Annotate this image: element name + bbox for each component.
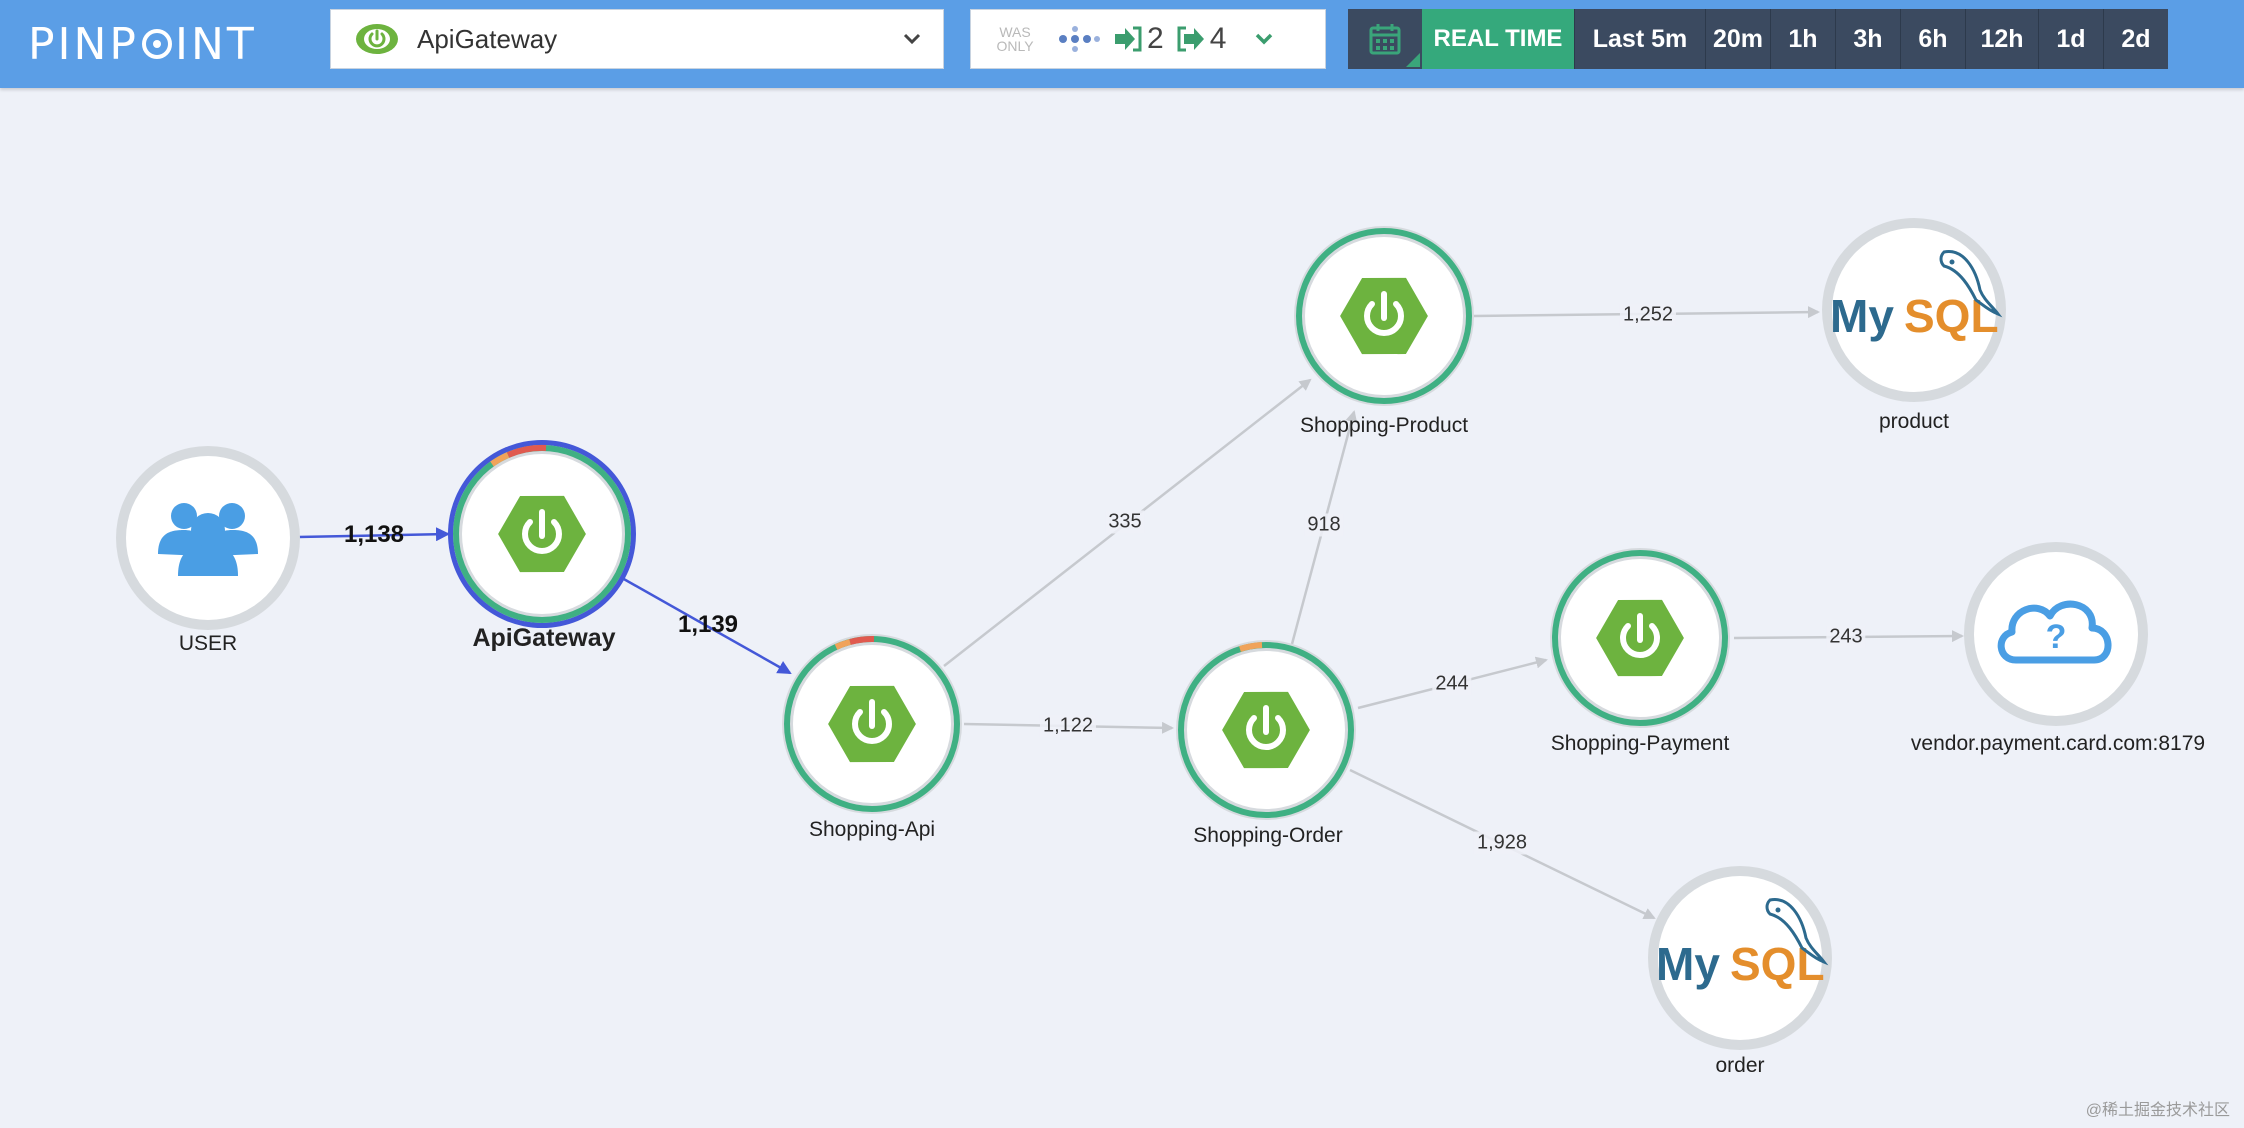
was-only-toggle[interactable]: WAS ONLY (996, 24, 1034, 54)
edge-count-apigateway-shopping-api[interactable]: 1,139 (677, 611, 739, 638)
edge-count-shopping-payment-vendor[interactable]: 243 (1826, 625, 1866, 649)
range-1d[interactable]: 1d (2038, 9, 2103, 69)
node-shopping-order[interactable] (1176, 640, 1356, 820)
edge-count-shopping-order-shopping-product[interactable]: 918 (1304, 513, 1344, 537)
edge-apigateway-shopping-api[interactable] (621, 576, 792, 675)
unknown-cloud-icon: ? (1997, 600, 2112, 664)
node-label-user: USER (178, 632, 238, 655)
node-label-shopping-order: Shopping-Order (1193, 824, 1343, 847)
server-map-canvas[interactable]: My SQL (0, 88, 2244, 1128)
spring-power-icon (356, 24, 398, 54)
inbound-depth[interactable]: 2 (1113, 22, 1164, 56)
node-product-db[interactable] (1822, 218, 2006, 402)
edge-count-shopping-order-shopping-payment[interactable]: 244 (1432, 672, 1472, 696)
range-2d[interactable]: 2d (2103, 9, 2168, 69)
edge-count-shopping-order-order[interactable]: 1,928 (1473, 831, 1531, 855)
logo-target-icon (141, 29, 172, 59)
node-depth-icon (1059, 26, 1100, 52)
node-shopping-payment[interactable] (1550, 548, 1730, 728)
node-label-shopping-product: Shopping-Product (1299, 414, 1469, 437)
server-map-graph: My SQL (116, 218, 2148, 1050)
edge-user-apigateway[interactable] (297, 527, 450, 542)
outbound-depth[interactable]: 4 (1176, 22, 1227, 56)
node-vendor[interactable]: ? (1964, 542, 2148, 726)
range-6h[interactable]: 6h (1900, 9, 1965, 69)
node-label-vendor: vendor.payment.card.com:8179 (1910, 732, 2206, 755)
edge-count-shopping-product-product[interactable]: 1,252 (1619, 303, 1677, 327)
inbound-count: 2 (1147, 22, 1164, 55)
outbound-arrow-icon (1177, 26, 1204, 52)
range-1h[interactable]: 1h (1770, 9, 1835, 69)
calendar-icon (1369, 24, 1401, 55)
chevron-down-icon (903, 33, 921, 45)
calendar-corner-marker (1406, 53, 1420, 67)
node-shopping-api[interactable] (782, 634, 962, 814)
watermark: @稀土掘金技术社区 (2085, 1102, 2230, 1119)
server-map-filter[interactable]: WAS ONLY 2 4 (970, 9, 1326, 69)
calendar-button[interactable] (1348, 9, 1422, 69)
svg-text:?: ? (2046, 618, 2067, 656)
node-label-shopping-api: Shopping-Api (808, 818, 936, 841)
edge-count-user-apigateway[interactable]: 1,138 (343, 521, 405, 548)
range-20m[interactable]: 20m (1705, 9, 1770, 69)
range-last-5m[interactable]: Last 5m (1574, 9, 1705, 69)
node-user[interactable] (116, 446, 300, 630)
node-apigateway[interactable] (448, 440, 636, 628)
edge-count-shopping-api-shopping-product[interactable]: 335 (1105, 510, 1145, 534)
realtime-button[interactable]: REAL TIME (1422, 9, 1574, 69)
node-label-shopping-payment: Shopping-Payment (1550, 732, 1730, 755)
time-range-bar: REAL TIME Last 5m 20m 1h 3h 6h 12h 1d 2d (1348, 9, 2168, 69)
node-label-product: product (1878, 410, 1950, 433)
node-label-apigateway: ApiGateway (472, 624, 616, 652)
edge-count-shopping-api-shopping-order[interactable]: 1,122 (1039, 714, 1097, 738)
application-selector[interactable]: ApiGateway (330, 9, 944, 69)
node-shopping-product[interactable] (1294, 226, 1474, 406)
node-label-order: order (1715, 1054, 1765, 1077)
selected-application-name: ApiGateway (417, 23, 558, 54)
users-icon (158, 503, 258, 576)
inbound-arrow-icon (1115, 26, 1142, 52)
range-3h[interactable]: 3h (1835, 9, 1900, 69)
range-12h[interactable]: 12h (1965, 9, 2038, 69)
outbound-count: 4 (1209, 22, 1227, 55)
node-order-db[interactable] (1648, 866, 1832, 1050)
chevron-down-icon[interactable] (1252, 27, 1276, 51)
